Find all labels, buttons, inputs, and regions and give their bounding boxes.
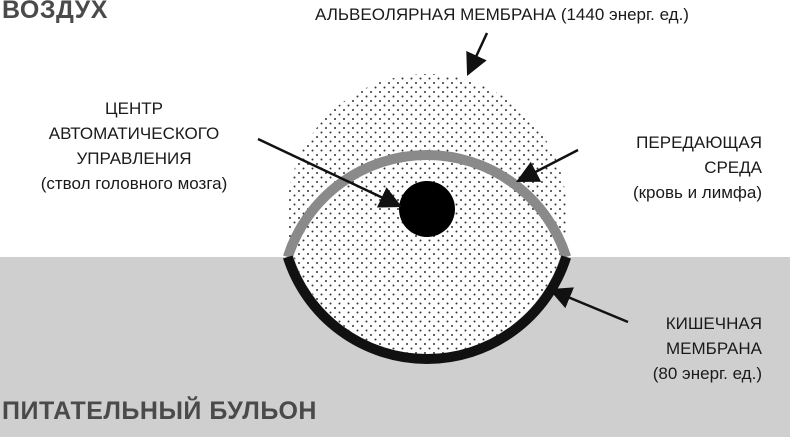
arrow-alveolar [466,32,489,77]
medium-line-1: ПЕРЕДАЮЩАЯ [636,133,762,152]
arrow-medium [516,148,579,183]
intestinal-line-2: МЕМБРАНА [666,339,762,358]
region-label-broth: ПИТАТЕЛЬНЫЙ БУЛЬОН [2,397,317,425]
intestinal-membrane [283,255,571,364]
control-center-line-3: УПРАВЛЕНИЯ [76,149,192,168]
arrow-intestinal [548,287,629,324]
control-center-core [399,181,455,237]
intestinal-line-1: КИШЕЧНАЯ [665,314,762,333]
arrow-control-center [257,137,403,208]
control-center-line-1: ЦЕНТР [105,99,163,118]
medium-line-3: (кровь и лимфа) [632,183,762,202]
control-center-line-2: АВТОМАТИЧЕСКОГО [48,124,220,143]
medium-line-2: СРЕДА [704,158,762,177]
control-center-line-4: (ствол головного мозга) [40,174,228,193]
alveolar-membrane-label: АЛЬВЕОЛЯРНАЯ МЕМБРАНА (1440 энерг. ед.) [315,5,689,24]
alveolar-membrane [283,150,571,259]
intestinal-line-3: (80 энерг. ед.) [652,364,762,383]
transmitting-medium-label: ПЕРЕДАЮЩАЯ СРЕДА (кровь и лимфа) [560,130,762,205]
region-label-air: ВОЗДУХ [2,0,108,24]
control-center-label: ЦЕНТР АВТОМАТИЧЕСКОГО УПРАВЛЕНИЯ (ствол … [8,96,260,196]
intestinal-membrane-label: КИШЕЧНАЯ МЕМБРАНА (80 энерг. ед.) [590,311,762,386]
